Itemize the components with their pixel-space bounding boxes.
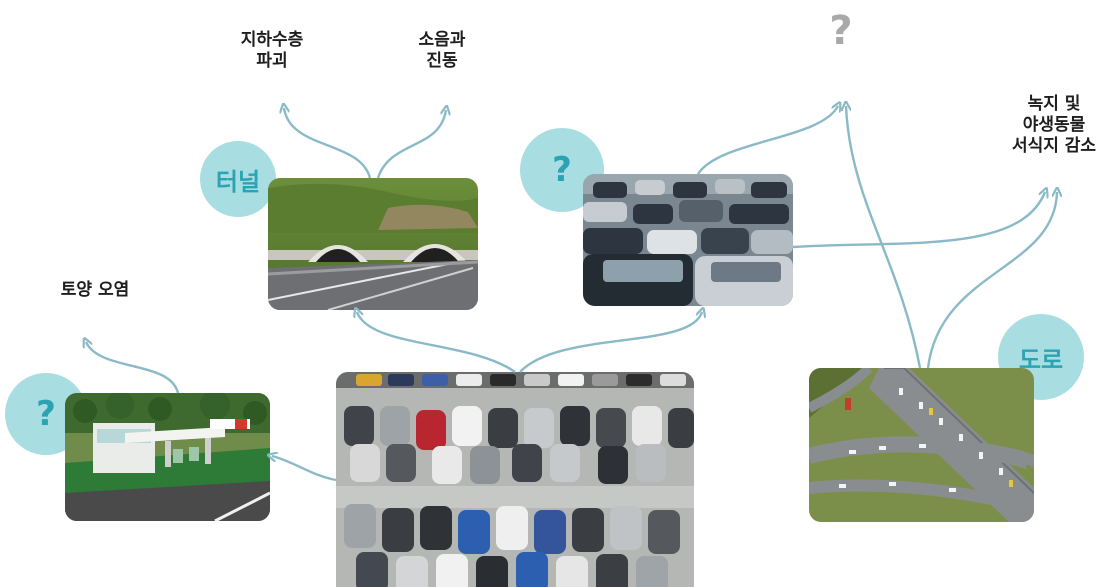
arrow-gas-station-to-soil [86, 342, 180, 394]
impact-habitat-label: 녹지 및 야생동물 서식지 감소 [1011, 94, 1097, 156]
parking-lot-photo [336, 372, 694, 587]
impact-groundwater-label: 지하수층 파괴 [240, 30, 304, 71]
tunnel-circle: 터널 [200, 141, 276, 217]
gas-station-photo [65, 393, 270, 521]
impact-soil-label: 토양 오염 [60, 280, 130, 300]
tunnel-circle-label: 터널 [215, 167, 261, 196]
impact-unknown-mark: ? [829, 8, 853, 54]
arrow-parking-to-tunnel [357, 312, 516, 373]
arrow-parking-to-gas-station [272, 456, 337, 482]
arrow-parking-to-parked-cars [519, 312, 702, 373]
gas-station-circle-label: ? [36, 394, 56, 434]
tunnel-photo [268, 178, 478, 310]
parked-cars-photo [583, 174, 793, 306]
arrow-parked-cars-to-unknown [696, 106, 838, 175]
arrow-tunnel-to-noise [376, 110, 446, 179]
arrow-parked-cars-to-habitat [792, 192, 1045, 249]
arrow-road-to-unknown [846, 106, 922, 369]
parked-cars-circle-label: ? [552, 150, 572, 190]
highway-interchange-photo [809, 368, 1034, 522]
impact-noise-label: 소음과 진동 [418, 30, 466, 71]
arrow-road-to-habitat [926, 192, 1057, 369]
arrow-tunnel-to-groundwater [284, 108, 372, 179]
